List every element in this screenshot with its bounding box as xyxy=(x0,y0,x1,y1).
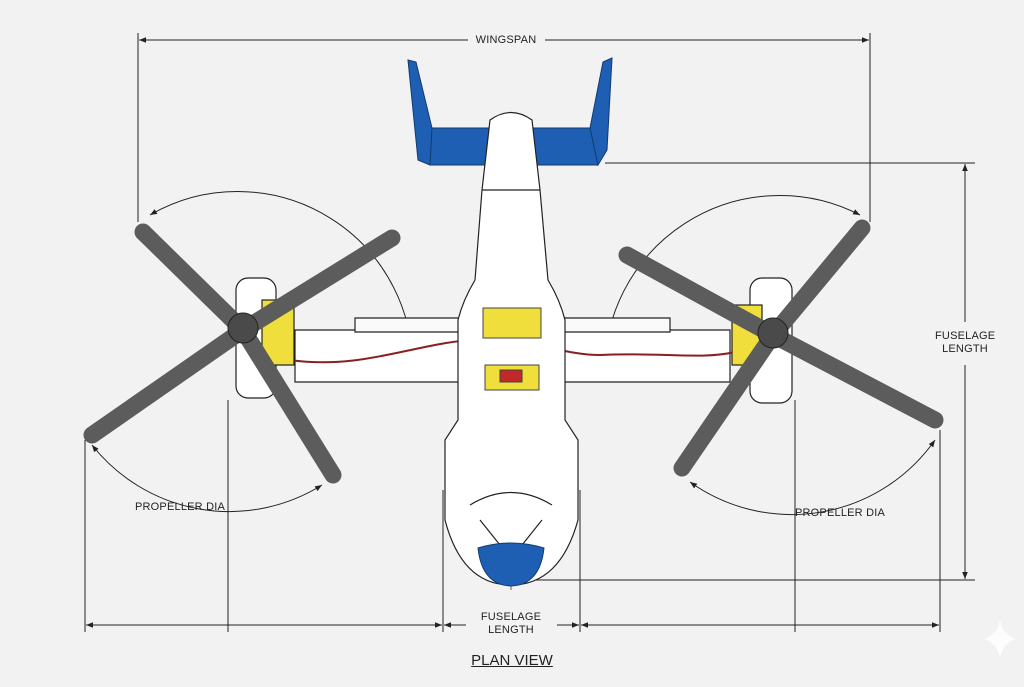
fuselage-label-line1: FUSELAGE xyxy=(935,330,996,342)
wingspan-dimension xyxy=(137,33,871,222)
wingspan-label: WINGSPAN xyxy=(475,34,537,46)
fuselage-length-right-dimension xyxy=(520,162,975,581)
hub-right xyxy=(757,317,789,349)
nose-blue xyxy=(477,542,545,587)
propeller-dia-left-label: PROPELLER DIA xyxy=(134,501,226,513)
fuselage-label-line1: FUSELAGE xyxy=(480,611,542,623)
fuselage-length-right-label: FUSELAGE LENGTH xyxy=(935,330,995,356)
hub-left xyxy=(227,312,259,344)
fuselage xyxy=(444,111,579,586)
plan-view-title: PLAN VIEW xyxy=(471,652,553,669)
length-label-line2: LENGTH xyxy=(942,343,988,355)
length-label-line2: LENGTH xyxy=(488,624,534,636)
rotor-right xyxy=(618,219,944,477)
fuselage-length-bottom-label: FUSELAGE LENGTH xyxy=(476,611,546,637)
propeller-dia-right-label: PROPELLER DIA xyxy=(794,507,886,519)
engine-yellow xyxy=(482,307,542,391)
sparkle-watermark-icon xyxy=(984,620,1016,658)
bottom-dimensions xyxy=(84,400,941,632)
rotor-left xyxy=(83,223,401,484)
tail-blue xyxy=(407,57,613,167)
